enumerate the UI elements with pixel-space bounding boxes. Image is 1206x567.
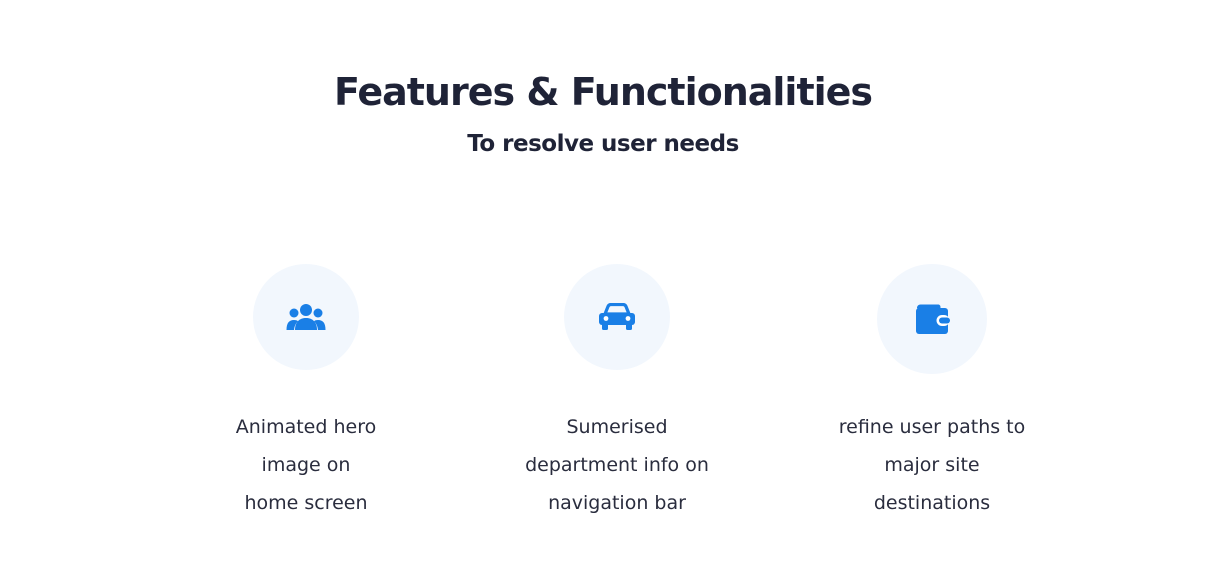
users-icon — [286, 304, 326, 330]
feature-icon-circle — [564, 264, 670, 370]
feature-description-line: major site — [884, 454, 980, 476]
feature-description-line: Sumerised — [566, 416, 668, 438]
page-title: Features & Functionalities — [333, 70, 873, 114]
page-subtitle: To resolve user needs — [467, 131, 739, 157]
feature-description-line: department info on — [525, 454, 709, 476]
feature-description-line: home screen — [244, 492, 368, 514]
feature-description-line: image on — [261, 454, 351, 476]
feature-card-department-info: Sumerised department info on navigation … — [467, 264, 767, 522]
feature-description-line: destinations — [873, 492, 991, 514]
feature-description-line: Animated hero — [235, 416, 377, 438]
feature-description: Animated hero image on home screen — [156, 408, 456, 522]
car-icon — [599, 303, 635, 330]
feature-description-line: refine user paths to — [838, 416, 1026, 438]
feature-description: refine user paths to major site destinat… — [782, 408, 1082, 522]
feature-description: Sumerised department info on navigation … — [467, 408, 767, 522]
feature-icon-circle — [877, 264, 987, 374]
wallet-icon — [916, 304, 950, 334]
feature-card-user-paths: refine user paths to major site destinat… — [782, 264, 1082, 522]
feature-card-hero-image: Animated hero image on home screen — [156, 264, 456, 522]
feature-description-line: navigation bar — [548, 492, 686, 514]
feature-icon-circle — [253, 264, 359, 370]
